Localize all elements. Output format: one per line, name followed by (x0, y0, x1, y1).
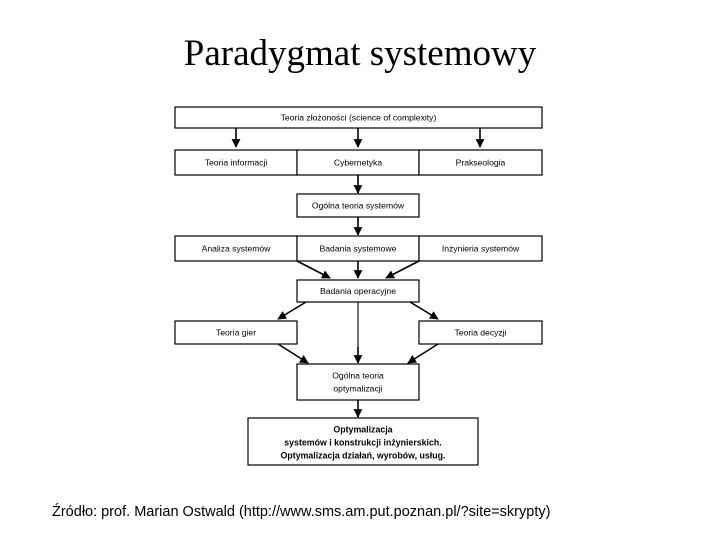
node-label-line1: Ogólna teoria (332, 370, 384, 380)
node-analiza-systemow: Analiza systemów (174, 235, 298, 262)
node-label: Prakseologia (456, 157, 506, 167)
node-label-line2: optymalizacji (333, 383, 382, 393)
node-cybernetyka: Cybernetyka (296, 149, 420, 176)
node-label: Teoria informacji (205, 157, 268, 167)
node-inzynieria-systemow: Inżynieria systemów (418, 235, 543, 262)
edge-n6-n9 (296, 260, 331, 279)
node-optymalizacja-systemow: Optymalizacja systemów i konstrukcji inż… (247, 417, 479, 466)
node-label: Cybernetyka (334, 157, 382, 167)
node-label: Teoria decyzji (454, 327, 506, 337)
node-label-line2: systemów i konstrukcji inżynierskich. (284, 437, 441, 447)
node-label: Analiza systemów (202, 243, 272, 253)
node-label: Badania systemowe (320, 243, 397, 253)
node-prakseologia: Prakseologia (418, 149, 543, 176)
node-badania-operacyjne: Badania operacyjne (296, 279, 420, 303)
edge-n10-n12 (277, 343, 309, 364)
node-label-line1: Optymalizacja (333, 424, 392, 434)
source-attribution: Źródło: prof. Marian Ostwald (http://www… (52, 504, 551, 520)
node-label: Inżynieria systemów (442, 243, 520, 253)
node-label: Badania operacyjne (320, 286, 396, 296)
node-teoria-decyzji: Teoria decyzji (418, 320, 543, 345)
edge-n8-n9 (385, 260, 420, 279)
node-label: Ogólna teoria systemów (312, 200, 405, 210)
page-title: Paradygmat systemowy (183, 33, 537, 74)
edge-n9-n10 (277, 301, 307, 320)
node-label: Teoria złożoności (science of complexity… (281, 112, 437, 122)
diagram-svg: Teoria złożoności (science of complexity… (174, 106, 543, 466)
node-teoria-gier: Teoria gier (174, 320, 298, 345)
node-ogolna-teoria-optymalizacji: Ogólna teoria optymalizacji (296, 363, 420, 401)
edge-n11-n12 (407, 343, 439, 364)
node-label: Teoria gier (216, 327, 256, 337)
node-teoria-informacji: Teoria informacji (174, 149, 298, 176)
node-teoria-zlozonosci: Teoria złożoności (science of complexity… (174, 106, 543, 129)
diagram-connectors (231, 128, 485, 418)
node-label-line3: Optymalizacja działań, wyrobów, usług. (281, 450, 446, 460)
system-paradigm-diagram: Teoria złożoności (science of complexity… (160, 95, 560, 480)
edge-n9-n11 (409, 301, 439, 320)
node-badania-systemowe: Badania systemowe (296, 235, 420, 262)
node-ogolna-teoria-systemow: Ogólna teoria systemów (296, 193, 420, 218)
